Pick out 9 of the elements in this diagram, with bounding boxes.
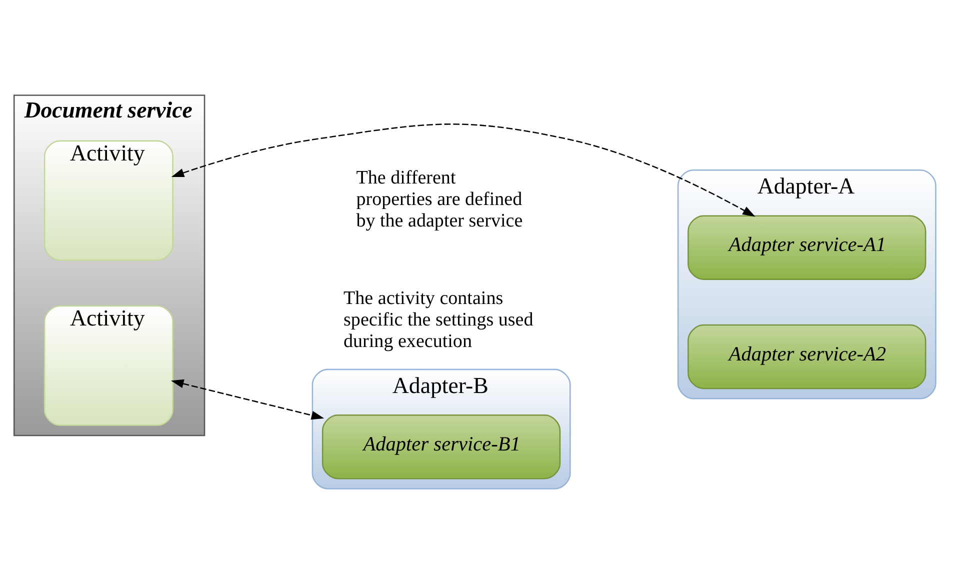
node-box: Adapter service-B1 — [322, 414, 561, 480]
label: The activity contains specific the settings used during execution — [344, 288, 534, 352]
arrow — [170, 379, 324, 420]
label: The different properties are defined by the adapter service — [356, 167, 523, 232]
arrow — [171, 124, 756, 217]
node-box: Adapter service-A2 — [688, 324, 926, 390]
node-box: Activity — [44, 305, 174, 426]
node-box: Adapter service-A1 — [688, 215, 926, 280]
node-box: Activity — [44, 140, 174, 261]
